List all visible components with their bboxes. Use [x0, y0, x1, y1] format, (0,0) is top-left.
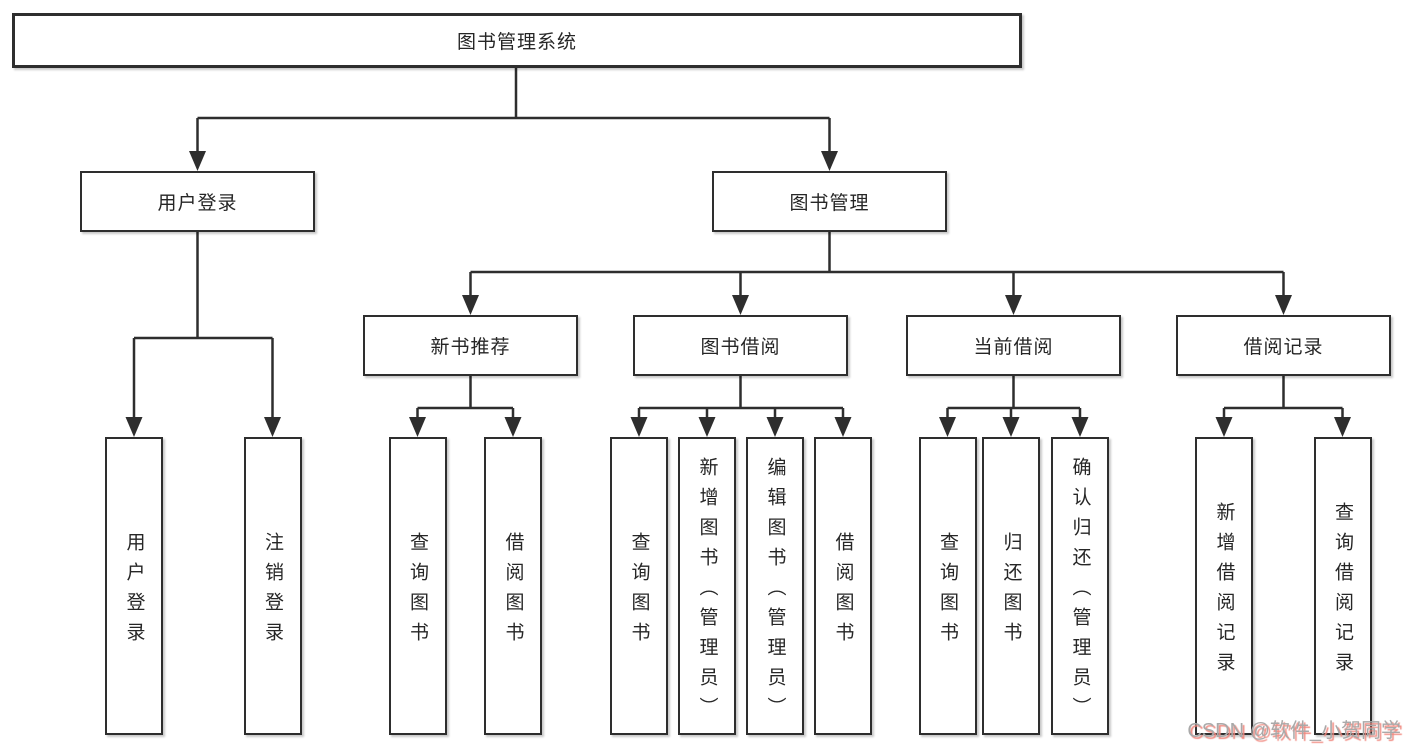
node-edit-books-admin: 编辑图书（管理员）	[746, 437, 804, 735]
arrowhead	[939, 417, 956, 437]
leaf-label: 编辑图书（管理员）	[764, 456, 786, 727]
arrowhead	[766, 417, 784, 437]
arrowhead	[630, 417, 648, 437]
arrowhead	[821, 151, 838, 171]
leaf-label: 查询图书	[407, 531, 428, 652]
leaf-label: 新增图书（管理员）	[696, 456, 718, 727]
arrowhead	[1215, 417, 1233, 437]
node-user-login: 用户登录	[80, 171, 315, 232]
connector-current-borrowing-children	[939, 376, 1089, 437]
node-new-book-recommendation: 新书推荐	[363, 315, 578, 376]
arrowhead	[1005, 295, 1022, 315]
node-logout: 注销登录	[243, 437, 302, 735]
leaf-label: 注销登录	[262, 531, 283, 652]
node-query-borrow-record: 查询借阅记录	[1313, 437, 1372, 735]
leaf-label: 借阅图书	[502, 531, 524, 652]
node-borrow-books-recommend: 借阅图书	[484, 437, 542, 735]
connector-book-management-children	[462, 232, 1292, 315]
leaf-label: 查询图书	[937, 531, 958, 652]
node-library-management-system: 图书管理系统	[12, 13, 1022, 68]
node-return-books: 归还图书	[982, 437, 1040, 735]
node-borrowing-records: 借阅记录	[1176, 315, 1391, 376]
arrowhead	[1002, 417, 1020, 437]
arrowhead	[1275, 295, 1292, 315]
connector-user-login-children	[125, 232, 281, 437]
leaf-label: 新增借阅记录	[1213, 501, 1235, 682]
leaf-label: 归还图书	[1000, 531, 1022, 652]
arrowhead	[834, 417, 852, 437]
node-query-books-recommend: 查询图书	[388, 437, 447, 735]
node-query-books-current: 查询图书	[918, 437, 977, 735]
leaf-label: 查询图书	[628, 531, 650, 652]
node-add-borrow-record: 新增借阅记录	[1195, 437, 1253, 735]
node-borrow-books: 借阅图书	[814, 437, 872, 735]
arrowhead	[504, 417, 522, 437]
arrowhead	[189, 151, 206, 171]
arrowhead	[698, 417, 716, 437]
node-book-management: 图书管理	[712, 171, 947, 232]
node-user-login-leaf: 用户登录	[105, 437, 163, 735]
csdn-watermark: CSDN @软件_小贺同学	[1187, 720, 1401, 742]
connector-root-to-level2	[189, 68, 838, 171]
leaf-label: 确认归还（管理员）	[1069, 456, 1091, 727]
arrowhead	[462, 295, 479, 315]
connector-new-book-recommendation-children	[409, 376, 522, 437]
connector-book-borrowing-children	[630, 376, 852, 437]
node-add-books-admin: 新增图书（管理员）	[678, 437, 736, 735]
arrowhead	[1334, 417, 1351, 437]
node-book-borrowing: 图书借阅	[633, 315, 848, 376]
leaf-label: 借阅图书	[832, 531, 854, 652]
arrowhead	[264, 417, 281, 437]
connector-borrowing-records-children	[1215, 376, 1351, 437]
arrowhead	[732, 295, 749, 315]
node-current-borrowing: 当前借阅	[906, 315, 1121, 376]
leaf-label: 查询借阅记录	[1332, 501, 1353, 682]
arrowhead	[409, 417, 426, 437]
arrowhead	[125, 417, 143, 437]
node-query-books-borrowing: 查询图书	[610, 437, 668, 735]
node-confirm-return-admin: 确认归还（管理员）	[1051, 437, 1109, 735]
arrowhead	[1071, 417, 1089, 437]
leaf-label: 用户登录	[123, 531, 145, 652]
